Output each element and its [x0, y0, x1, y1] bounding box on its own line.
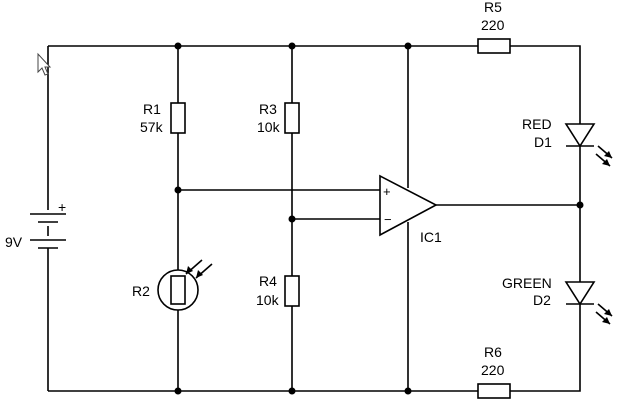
d2-name-label: D2 — [533, 292, 551, 308]
d2-color-label: GREEN — [502, 275, 552, 291]
d1-name-label: D1 — [534, 134, 552, 150]
junction-dots — [174, 42, 584, 395]
r2-name-label: R2 — [132, 283, 150, 299]
r5-value-label: 220 — [481, 17, 505, 33]
battery-plus-label: + — [58, 199, 66, 215]
r6-value-label: 220 — [481, 362, 505, 378]
r5-name-label: R5 — [484, 0, 502, 15]
opamp-minus-sign: − — [384, 212, 392, 227]
r3-value-label: 10k — [257, 119, 281, 135]
opamp-ic1: + − — [379, 174, 438, 237]
battery-9v: + 9V — [5, 199, 66, 250]
r6-name-label: R6 — [484, 344, 502, 360]
opamp-plus-sign: + — [383, 184, 391, 199]
resistor-r6 — [477, 383, 511, 399]
ldr-r2 — [157, 259, 213, 311]
mouse-cursor-icon — [37, 52, 52, 76]
r3-name-label: R3 — [259, 101, 277, 117]
resistor-r4 — [284, 275, 300, 307]
led-d2 — [564, 281, 613, 325]
r4-value-label: 10k — [256, 292, 280, 308]
r1-name-label: R1 — [143, 101, 161, 117]
battery-voltage-label: 9V — [5, 234, 23, 250]
d1-color-label: RED — [522, 116, 552, 132]
r1-value-label: 57k — [140, 119, 164, 135]
resistor-r1 — [170, 102, 186, 134]
top-rail — [48, 45, 581, 124]
opamp-name-label: IC1 — [420, 229, 442, 245]
led-d1 — [564, 123, 613, 167]
resistor-r3 — [284, 102, 300, 134]
r4-name-label: R4 — [259, 273, 277, 289]
resistor-r5 — [477, 38, 511, 54]
